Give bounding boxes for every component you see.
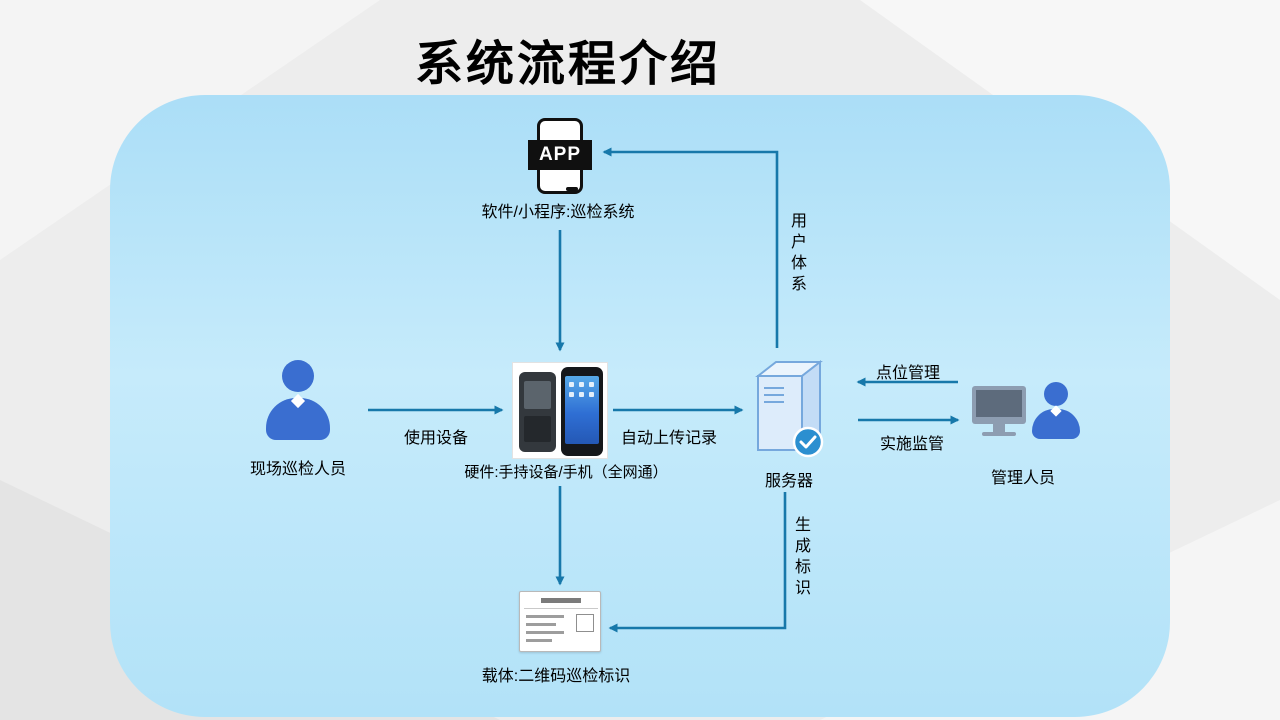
monitor-icon — [972, 386, 1026, 424]
server-icon — [748, 356, 832, 460]
edge-label-implement-supervision: 实施监管 — [879, 436, 945, 453]
inspector-person-icon — [266, 360, 330, 440]
edge-label-point-management: 点位管理 — [875, 365, 941, 382]
qr-card-image — [519, 591, 601, 652]
qr-card-label: 载体:二维码巡检标识 — [481, 668, 631, 685]
monitor-base — [982, 432, 1016, 436]
edge-label-user-system: 用户体系 — [788, 212, 805, 296]
card-divider — [524, 608, 598, 609]
monitor-stand — [993, 424, 1005, 432]
card-code-box — [576, 614, 594, 632]
inspector-label: 现场巡检人员 — [249, 461, 347, 478]
handheld-terminal-icon — [519, 372, 556, 452]
phone-home-button — [566, 187, 578, 191]
edge-label-generate-id: 生成标识 — [792, 516, 809, 600]
manager-icon — [972, 380, 1082, 440]
edge-label-use-device: 使用设备 — [403, 430, 469, 447]
monitor-screen — [976, 390, 1022, 417]
terminal-keypad — [524, 416, 551, 442]
app-label: 软件/小程序:巡检系统 — [481, 204, 635, 221]
manager-label: 管理人员 — [990, 470, 1056, 487]
person-head — [282, 360, 314, 392]
edge-label-auto-upload: 自动上传记录 — [620, 430, 718, 447]
server-label: 服务器 — [764, 473, 814, 490]
smartphone-icon — [561, 367, 603, 456]
device-label: 硬件:手持设备/手机（全网通） — [464, 464, 668, 481]
terminal-screen — [524, 381, 551, 409]
smartphone-screen — [565, 376, 599, 444]
app-banner: APP — [528, 140, 592, 170]
card-title-line — [541, 598, 581, 603]
handheld-device-image — [512, 362, 608, 459]
page-title: 系统流程介绍 — [414, 38, 722, 91]
person-head — [1044, 382, 1068, 406]
app-icon: APP — [528, 118, 592, 196]
